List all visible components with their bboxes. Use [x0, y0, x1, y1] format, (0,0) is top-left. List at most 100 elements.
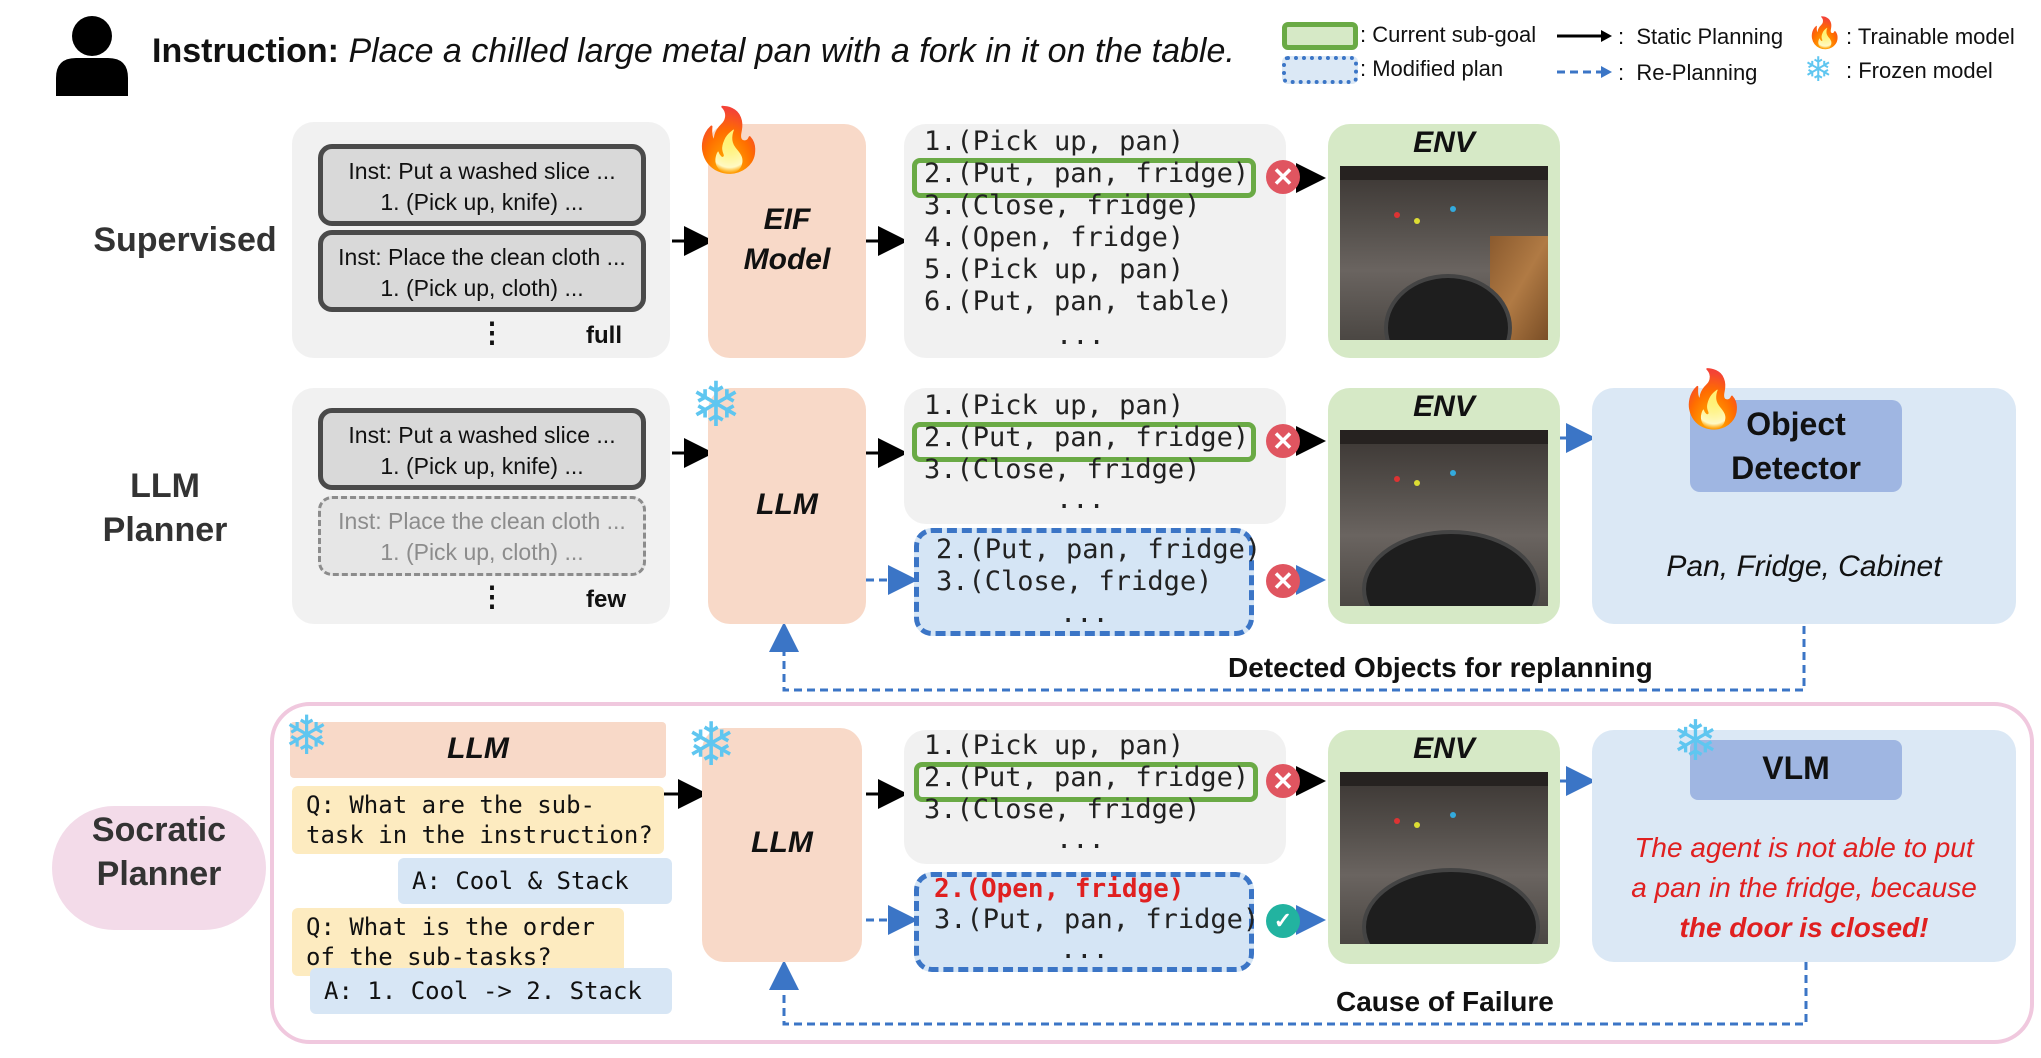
detector-label: Object Detector: [1731, 406, 1861, 486]
socratic-outline: [270, 702, 2034, 1044]
replan-step: 3.(Close, fridge): [936, 566, 1213, 597]
fire-icon: 🔥: [690, 106, 768, 175]
detector-box: [1690, 400, 1902, 492]
current-subgoal-highlight: [912, 158, 1256, 198]
instruction-header: Instruction: Place a chilled large metal…: [152, 32, 1235, 71]
replan-box: [914, 872, 1254, 972]
plan-step: 3.(Close, fridge): [924, 794, 1201, 825]
success-check-icon: ✓: [1266, 904, 1300, 938]
vlm-snowflake-icon: ❄: [1672, 709, 1719, 772]
cause-feedback-label: Cause of Failure: [1336, 986, 1554, 1017]
legend-modified-label: : Modified plan: [1360, 56, 1504, 81]
plan-ellipsis: ...: [1056, 484, 1105, 515]
detected-objects-text: Pan, Fridge, Cabinet: [1666, 550, 1942, 583]
answer-2: A: 1. Cool -> 2. Stack: [310, 968, 672, 1014]
plan-step: 5.(Pick up, pan): [924, 254, 1185, 285]
answer-1: A: Cool & Stack: [398, 858, 672, 904]
plan-step: 3.(Close, fridge): [924, 454, 1201, 485]
legend-snow-icon: ❄: [1804, 51, 1833, 89]
replan-step-modified: 2.(Open, fridge): [934, 874, 1185, 904]
snowflake-icon: ❄: [686, 711, 737, 778]
card-inst: Inst: Place the clean cloth ...: [338, 244, 626, 270]
current-subgoal-highlight: [914, 762, 1258, 802]
card-step: 1. (Pick up, knife) ...: [380, 189, 584, 215]
instruction-text: Place a chilled large metal pan with a f…: [348, 32, 1235, 70]
llm-model-box: [708, 388, 866, 624]
legend-static-label: : Static Planning: [1618, 24, 1784, 49]
replan-step: 3.(Put, pan, fridge): [934, 904, 1260, 935]
socratic-llm-model-label: LLM: [751, 826, 813, 859]
llm-example-card-1: Inst: Put a washed slice ... 1. (Pick up…: [318, 408, 646, 490]
eif-model-label: EIF Model: [743, 203, 831, 276]
llm-model-label: LLM: [756, 488, 818, 521]
supervised-example-card-2: Inst: Place the clean cloth ... 1. (Pick…: [318, 230, 646, 312]
legend-subgoal-label: : Current sub-goal: [1360, 22, 1537, 47]
plan-ellipsis: ...: [1056, 320, 1105, 351]
env-label: ENV: [1413, 732, 1475, 765]
plan-step-current: 2.(Put, pan, fridge): [924, 158, 1250, 189]
plan-step: 1.(Pick up, pan): [924, 126, 1185, 157]
replan-ellipsis: ...: [1060, 934, 1109, 965]
fail-x-icon: ✕: [1266, 564, 1300, 598]
fail-x-icon: ✕: [1266, 764, 1300, 798]
llm-example-card-2-faded: Inst: Place the clean cloth ... 1. (Pick…: [318, 496, 646, 576]
llm-plan-panel: [904, 388, 1286, 524]
user-icon: [56, 16, 128, 96]
legend-subgoal-swatch: [1282, 22, 1358, 50]
detector-fire-icon: 🔥: [1678, 367, 1748, 430]
plan-step-current: 2.(Put, pan, fridge): [924, 762, 1250, 793]
llm-dots: ⋮: [478, 581, 506, 612]
legend-trainable-label: : Trainable model: [1846, 24, 2015, 49]
vlm-explanation: The agent is not able to put a pan in th…: [1592, 828, 2016, 948]
socratic-llm-header-label: LLM: [447, 732, 509, 765]
socratic-label-bubble: [52, 806, 266, 930]
eif-model-box: [708, 124, 866, 358]
legend-modified-swatch: [1282, 56, 1358, 84]
socratic-snowflake-icon: ❄: [284, 706, 330, 766]
instruction-label: Instruction:: [152, 32, 339, 70]
vlm-box: [1690, 740, 1902, 800]
supervised-example-card-1: Inst: Put a washed slice ... 1. (Pick up…: [318, 144, 646, 226]
fail-x-icon: ✕: [1266, 160, 1300, 194]
supervised-plan-panel: [904, 124, 1286, 358]
env-observation-image: [1340, 430, 1548, 606]
vlm-cause: the door is closed!: [1679, 912, 1929, 943]
env-label: ENV: [1413, 390, 1475, 423]
row-label-socratic: Socratic Planner: [91, 811, 227, 893]
supervised-dots: ⋮: [478, 317, 506, 348]
snowflake-icon: ❄: [690, 371, 742, 440]
env-observation-image: [1340, 772, 1548, 944]
plan-step: 6.(Put, pan, table): [924, 286, 1233, 317]
fail-x-icon: ✕: [1266, 424, 1300, 458]
replan-ellipsis: ...: [1060, 598, 1109, 629]
row-label-supervised: Supervised: [93, 221, 277, 259]
supervised-amount: full: [586, 322, 622, 349]
replan-feedback-label: Detected Objects for replanning: [1228, 652, 1653, 683]
question-2: Q: What is the order of the sub-tasks?: [292, 908, 624, 976]
plan-step: 3.(Close, fridge): [924, 190, 1201, 221]
plan-step: 1.(Pick up, pan): [924, 730, 1185, 761]
llm-amount: few: [586, 586, 627, 613]
env-label: ENV: [1413, 126, 1475, 159]
card-inst: Inst: Put a washed slice ...: [348, 158, 616, 184]
plan-ellipsis: ...: [1056, 824, 1105, 855]
plan-step-current: 2.(Put, pan, fridge): [924, 422, 1250, 453]
card-inst: Inst: Put a washed slice ...: [348, 422, 616, 448]
card-step: 1. (Pick up, cloth) ...: [380, 275, 584, 301]
plan-step: 1.(Pick up, pan): [924, 390, 1185, 421]
env-observation-image: [1340, 166, 1548, 340]
legend-replan-arrow-icon: [1557, 66, 1612, 78]
card-inst: Inst: Place the clean cloth ...: [338, 508, 626, 534]
socratic-llm-header: [290, 722, 666, 778]
current-subgoal-highlight: [912, 422, 1256, 462]
legend-fire-icon: 🔥: [1806, 17, 1844, 50]
plan-step: 4.(Open, fridge): [924, 222, 1185, 253]
replan-box: [914, 528, 1254, 636]
replan-step: 2.(Put, pan, fridge): [936, 534, 1262, 565]
legend-frozen-label: : Frozen model: [1846, 58, 1993, 83]
question-1: Q: What are the sub- task in the instruc…: [292, 786, 664, 854]
socratic-llm-model-box: [702, 728, 862, 962]
row-label-llm-planner: LLM Planner: [102, 467, 228, 549]
legend-replan-label: : Re-Planning: [1618, 60, 1758, 85]
card-step: 1. (Pick up, cloth) ...: [380, 539, 584, 565]
